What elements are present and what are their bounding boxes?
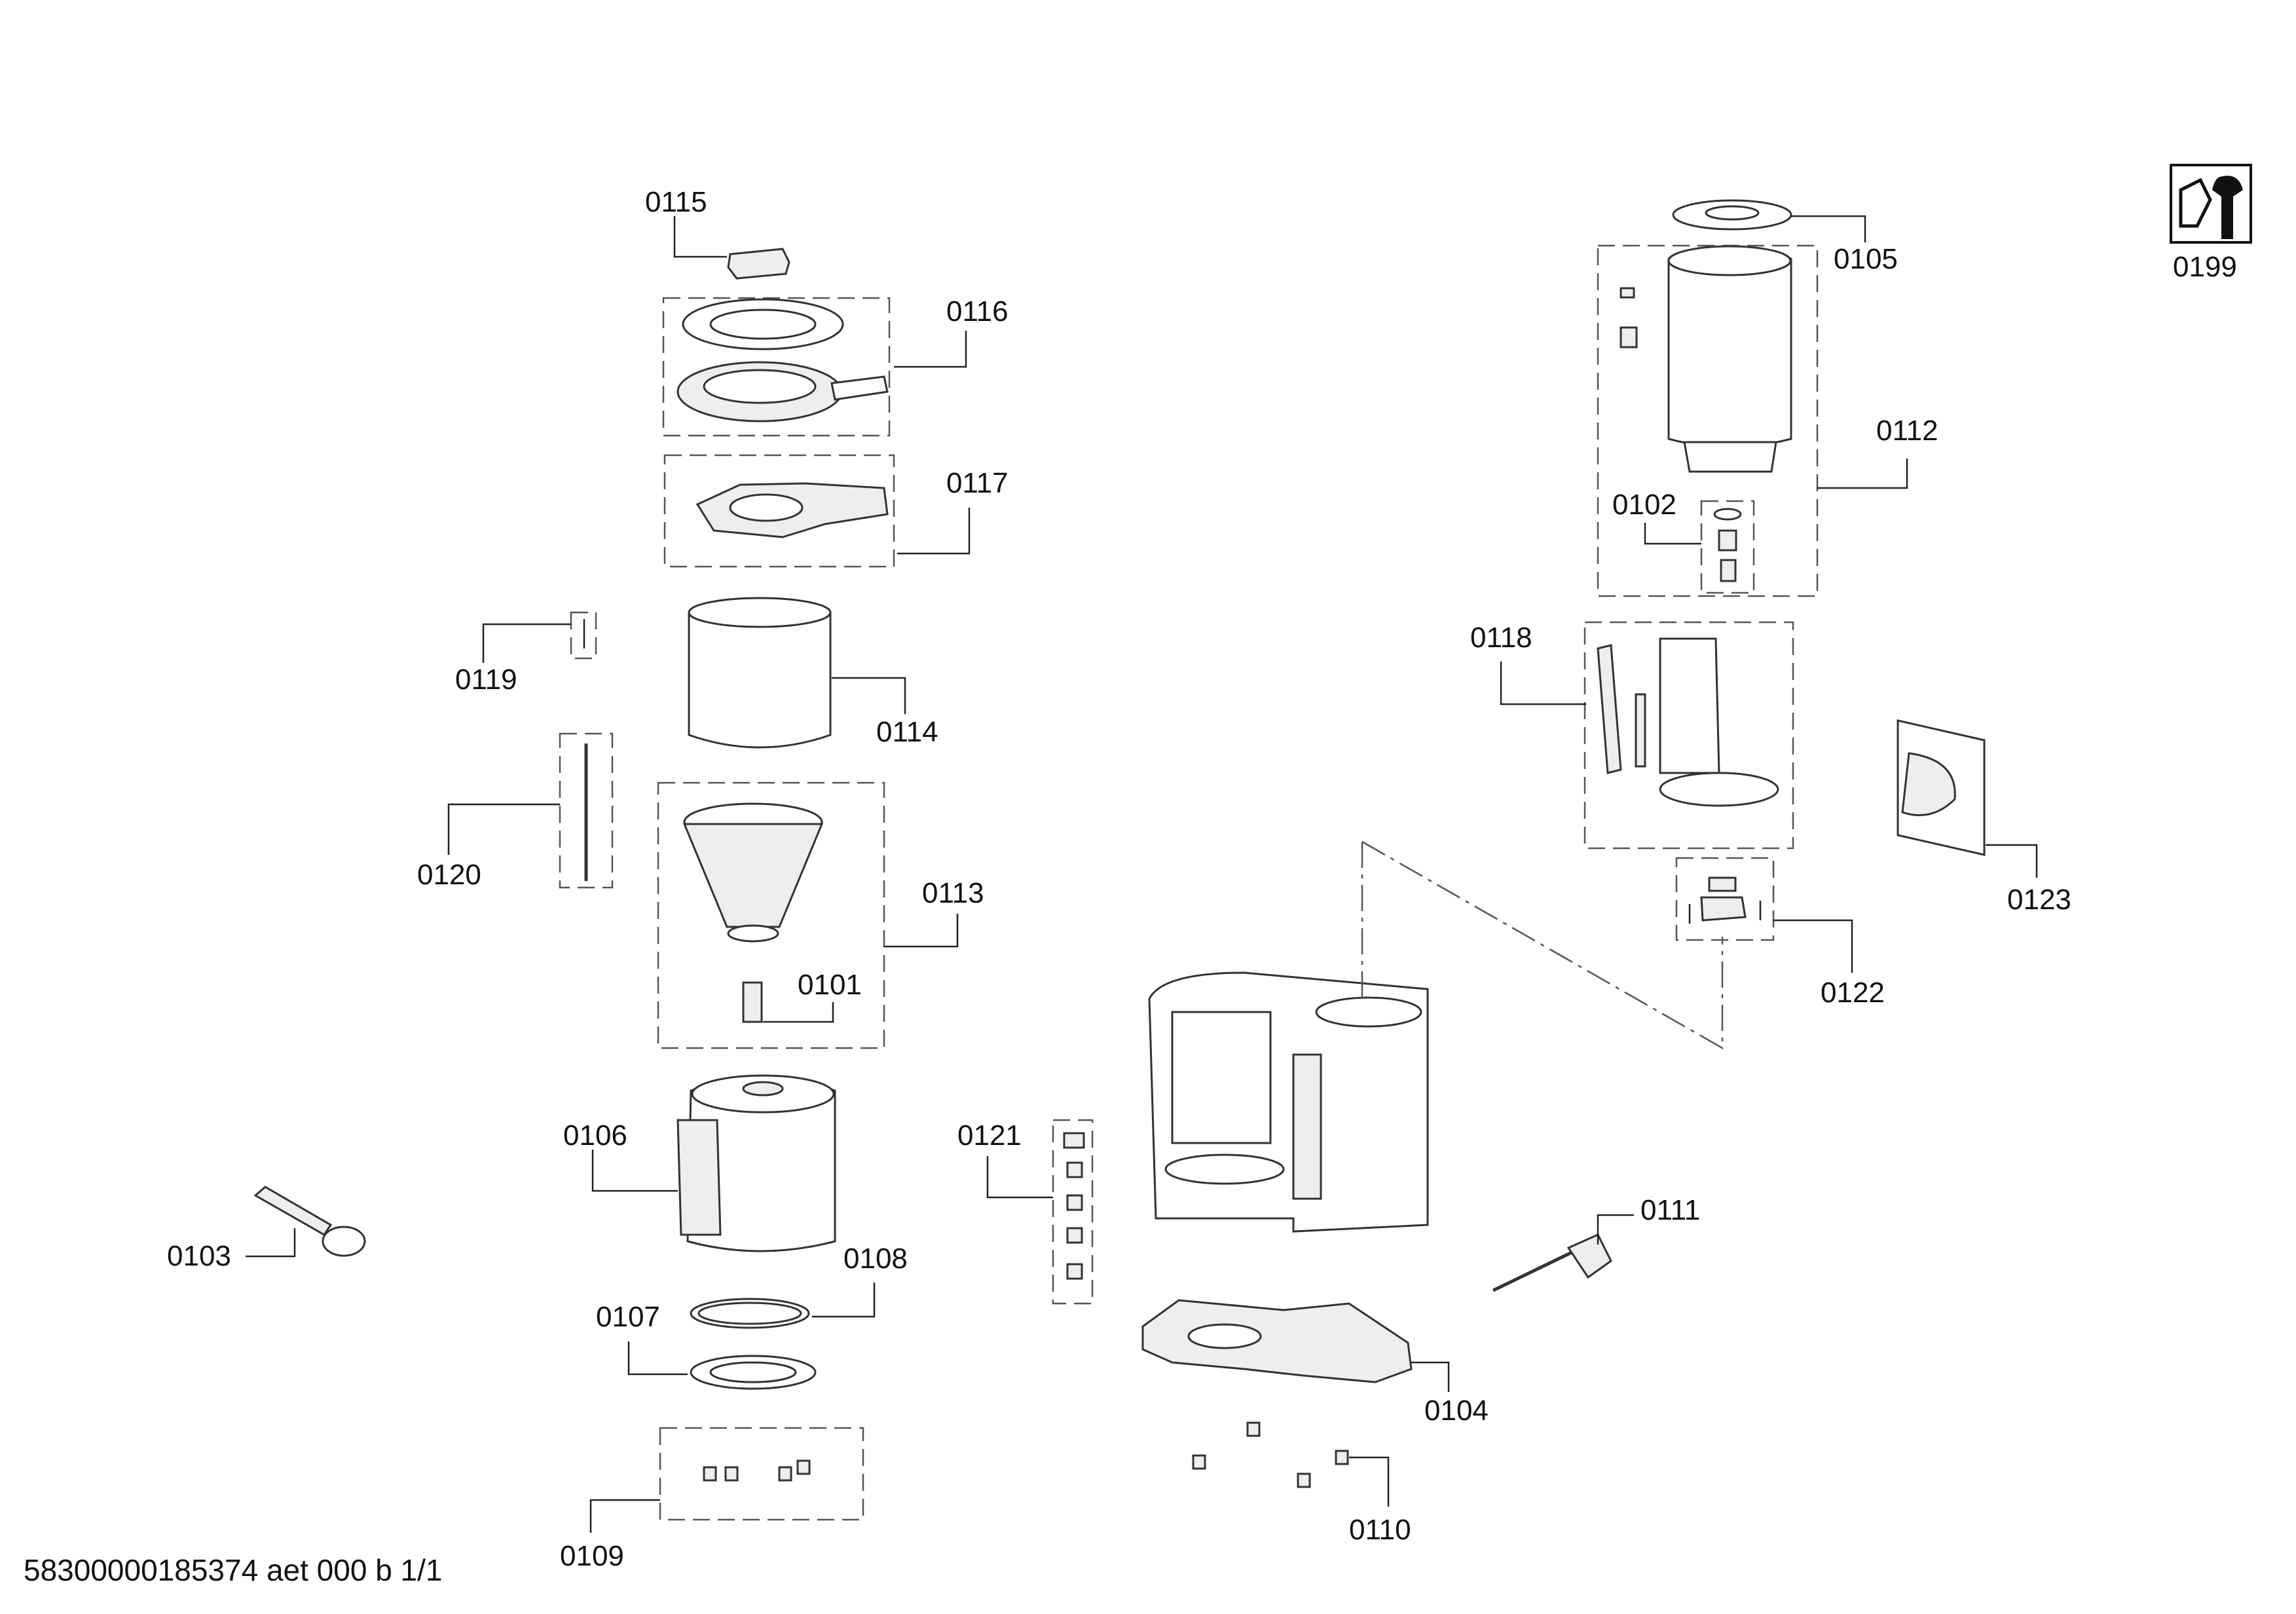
part-0118: 0118 [1470, 621, 1794, 850]
part-0116: 0116 [662, 295, 1009, 437]
part-0108: 0108 [690, 1243, 908, 1329]
label-0110: 0110 [1349, 1514, 1411, 1546]
label-0105: 0105 [1834, 243, 1898, 275]
label-0102: 0102 [1612, 489, 1676, 521]
label-0117: 0117 [946, 467, 1009, 499]
part-0109: 0109 [560, 1427, 864, 1572]
part-0103: 0103 [167, 1186, 366, 1272]
label-0106: 0106 [563, 1119, 627, 1152]
part-0114: 0114 [688, 597, 938, 749]
part-0117: 0117 [663, 454, 1009, 568]
label-0114: 0114 [876, 716, 938, 748]
label-0101: 0101 [798, 969, 862, 1001]
label-0116: 0116 [946, 295, 1009, 328]
label-0199: 0199 [2173, 251, 2237, 283]
part-0110: 0110 [1192, 1421, 1411, 1546]
assembly-line [1361, 840, 1724, 1050]
part-0101: 0101 [742, 969, 862, 1023]
label-0118: 0118 [1470, 622, 1532, 654]
label-0113: 0113 [922, 877, 984, 909]
wrench-nut-icon: 0199 [2170, 164, 2252, 283]
part-0113: 0113 [657, 781, 984, 1049]
part-0104: 0104 [1141, 1299, 1489, 1427]
label-0120: 0120 [417, 859, 481, 891]
part-0106: 0106 [563, 1074, 836, 1252]
label-0122: 0122 [1821, 977, 1885, 1009]
label-0109: 0109 [560, 1540, 624, 1572]
label-0112: 0112 [1876, 415, 1938, 447]
label-0111: 0111 [1640, 1194, 1700, 1226]
part-0102: 0102 [1612, 489, 1755, 594]
label-0121: 0121 [957, 1119, 1022, 1152]
housing-main [1148, 971, 1429, 1233]
label-0115: 0115 [645, 186, 707, 218]
part-0112: 0112 [1597, 244, 1938, 597]
part-0105: 0105 [1672, 199, 1898, 275]
part-0121: 0121 [957, 1119, 1094, 1305]
label-0108: 0108 [843, 1243, 908, 1275]
label-0104: 0104 [1424, 1395, 1489, 1427]
label-0103: 0103 [167, 1240, 231, 1272]
part-0123: 0123 [1897, 719, 2071, 916]
part-0122: 0122 [1675, 857, 1885, 1009]
label-0107: 0107 [596, 1301, 660, 1333]
part-0119: 0119 [455, 611, 597, 696]
document-id: 58300000185374 aet 000 b 1/1 [24, 1553, 443, 1587]
part-0115: 0115 [645, 186, 790, 280]
label-0123: 0123 [2007, 884, 2071, 916]
label-0119: 0119 [455, 664, 517, 696]
part-0111: 0111 [1492, 1194, 1700, 1292]
part-0107: 0107 [596, 1301, 817, 1390]
part-0120: 0120 [417, 732, 614, 891]
